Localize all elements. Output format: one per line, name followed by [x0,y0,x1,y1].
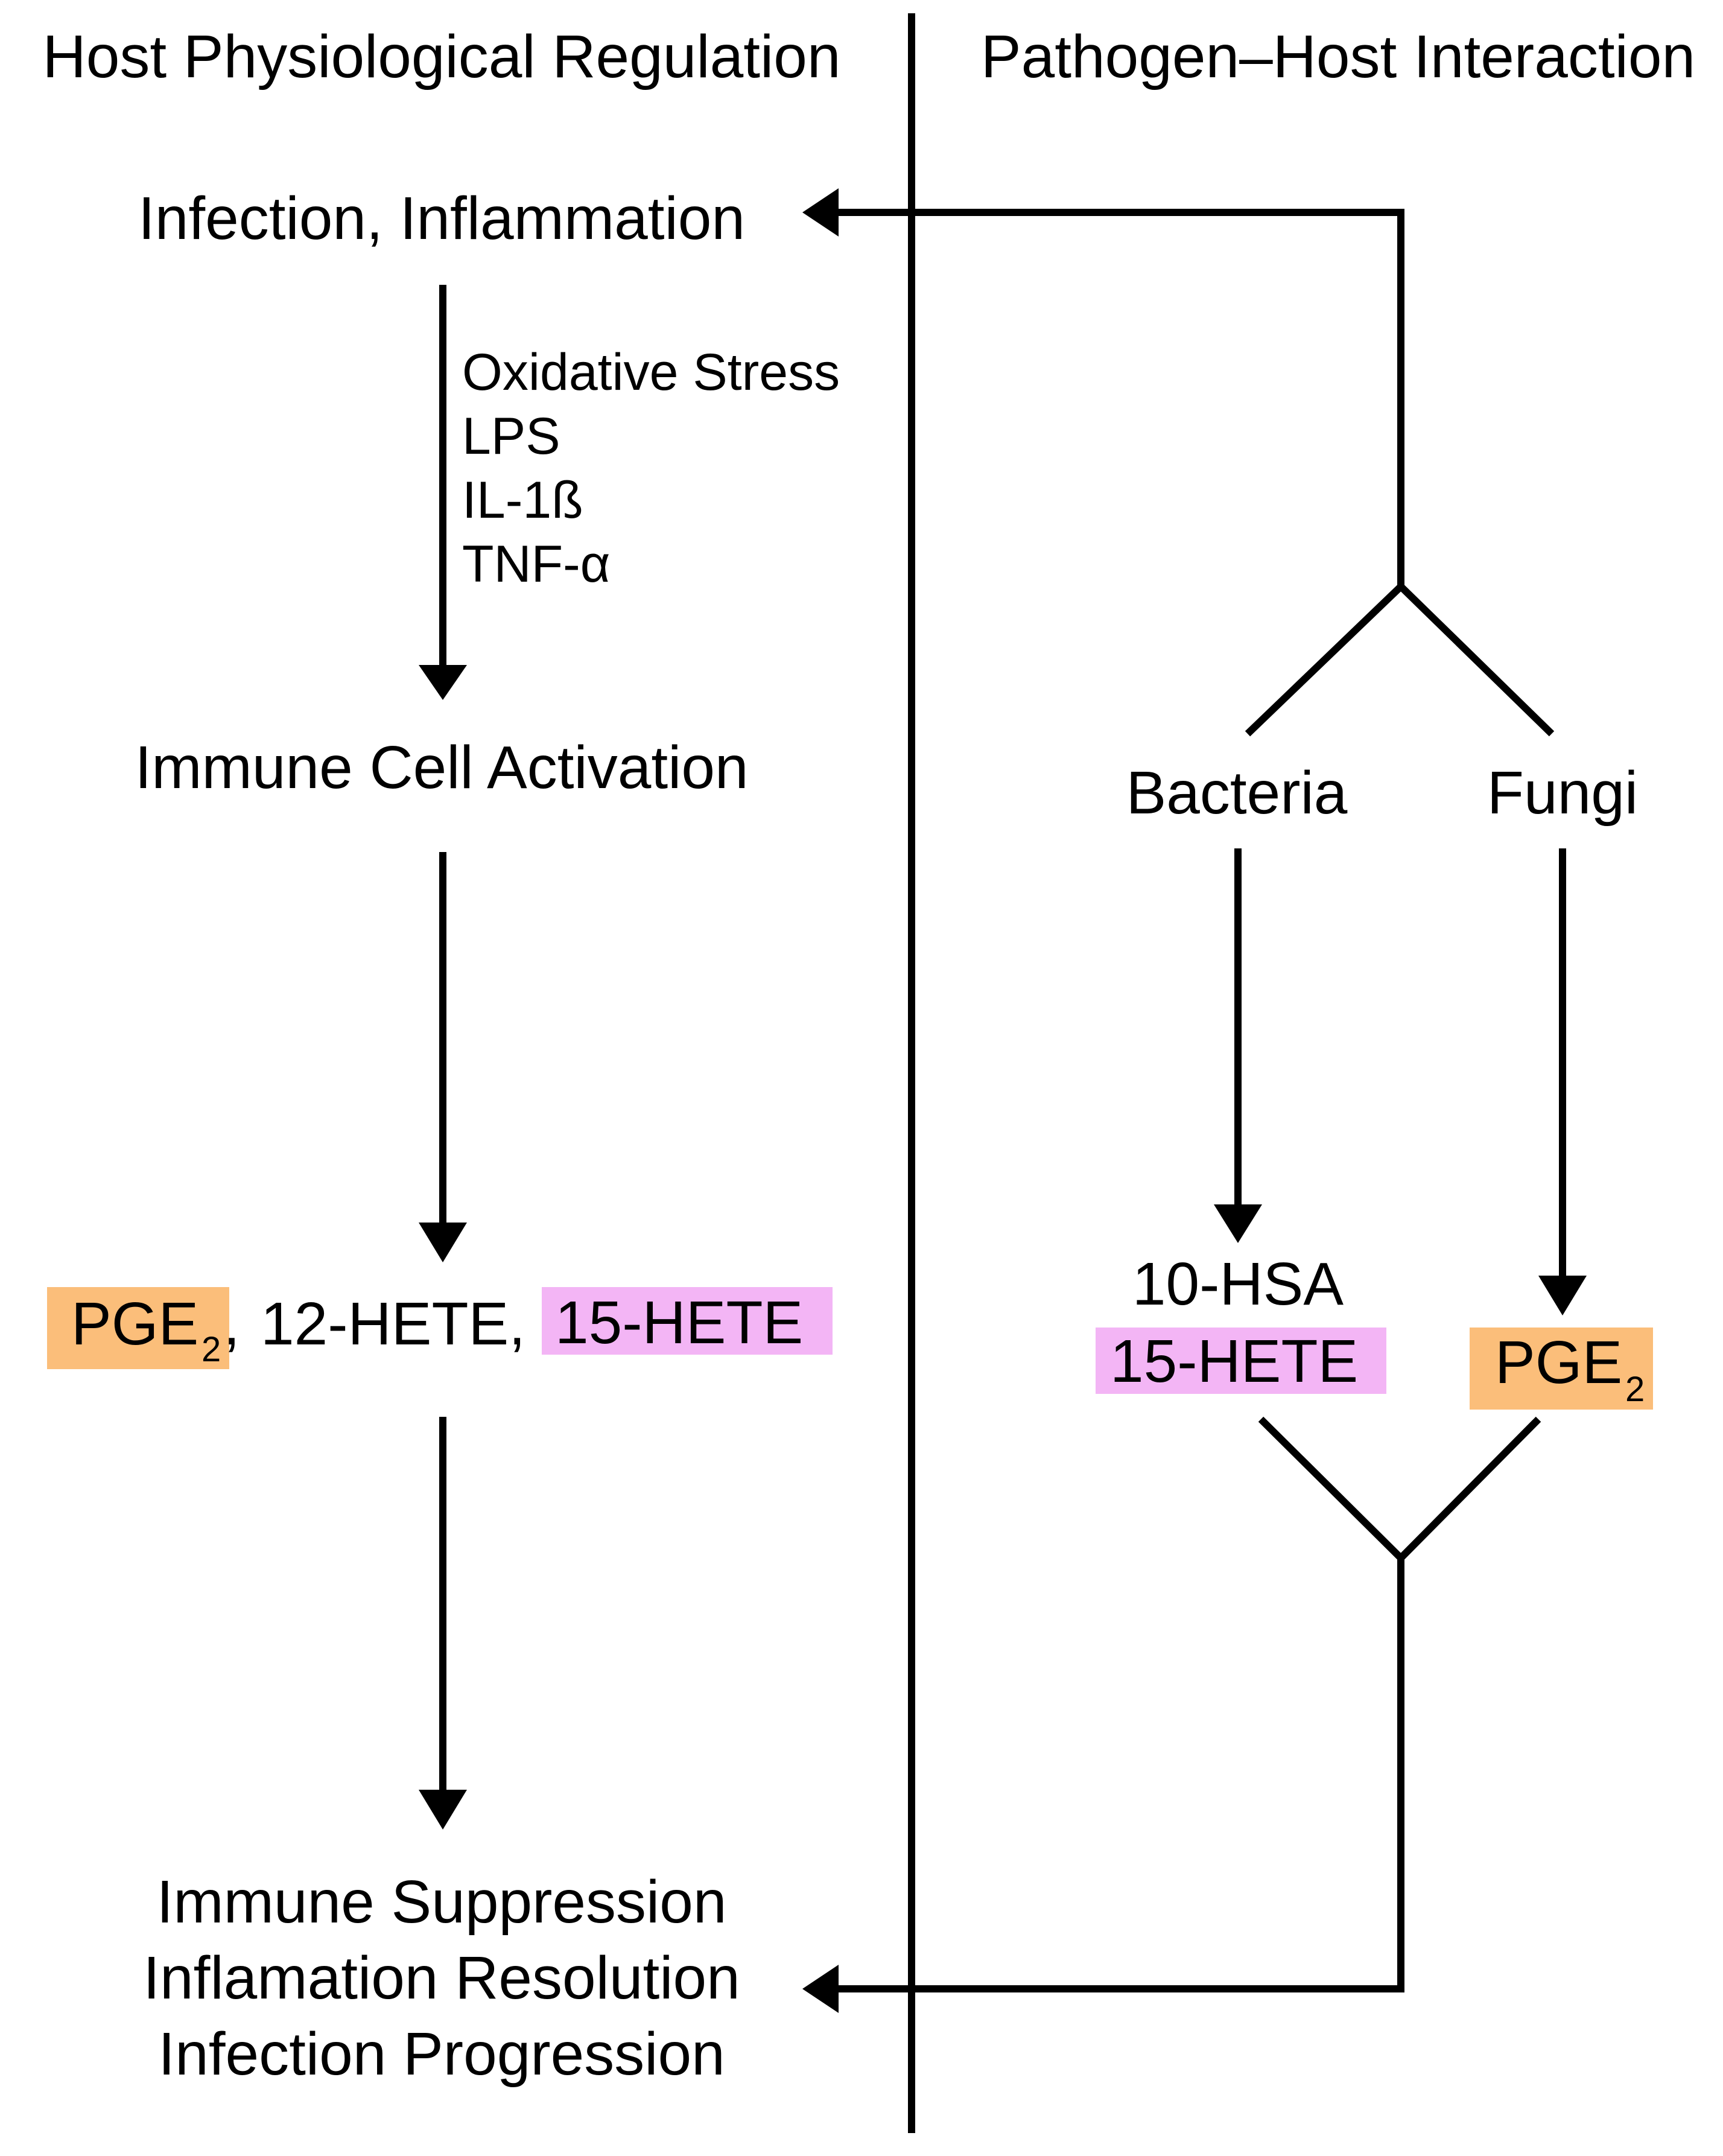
header-pathogen-host: Pathogen–Host Interaction [981,23,1695,91]
arrowhead-outcomes-pathogen [802,1965,839,2013]
arrowhead-mediators [419,1223,467,1262]
pge2-highlight-host [47,1287,229,1369]
15-hete-highlight-host [542,1287,833,1355]
outcome-immune-suppression: Immune Suppression [157,1868,727,1936]
12-hete-label: 12-HETE, [261,1290,525,1358]
pge2-subscript-pathogen: 2 [1625,1370,1645,1409]
connector-pathogen-to-infection [833,209,1404,587]
connector-pathogen-to-outcomes [833,1558,1404,1992]
arrowhead-fungi-products [1538,1276,1587,1315]
arrowhead-infection [802,188,839,237]
pge2-label-pathogen: PGE [1495,1329,1622,1396]
arrowhead-activation [419,665,467,700]
pge2-highlight-pathogen [1470,1328,1653,1410]
merge-products [1258,1416,1541,1563]
header-host-regulation: Host Physiological Regulation [43,23,841,91]
15-hete-label-host: 15-HETE [555,1289,803,1356]
stimulus-oxidative-stress: Oxidative Stress [462,343,840,401]
immune-cell-activation-label: Immune Cell Activation [135,734,748,801]
pge2-subscript-host: 2 [201,1330,221,1369]
stimulus-il1b: IL-1ß [462,471,583,529]
fork-bacteria-fungi [1245,581,1555,737]
10-hsa-label: 10-HSA [1132,1250,1344,1318]
outcome-inflammation-resolution: Inflamation Resolution [143,1944,740,2012]
pge2-label-host: PGE [71,1290,198,1358]
15-hete-highlight-pathogen [1096,1328,1386,1394]
outcome-infection-progression: Infection Progression [158,2020,725,2088]
stimulus-lps: LPS [462,407,560,465]
fungi-label: Fungi [1487,759,1638,827]
15-hete-label-pathogen: 15-HETE [1110,1328,1358,1395]
stimulus-tnfa: TNF-α [462,535,611,593]
arrowhead-outcomes [419,1790,467,1830]
infection-inflammation-label: Infection, Inflammation [138,185,745,252]
arrowhead-bacteria-products [1214,1204,1262,1243]
bacteria-label: Bacteria [1126,759,1348,827]
mediator-comma: , [223,1290,240,1358]
